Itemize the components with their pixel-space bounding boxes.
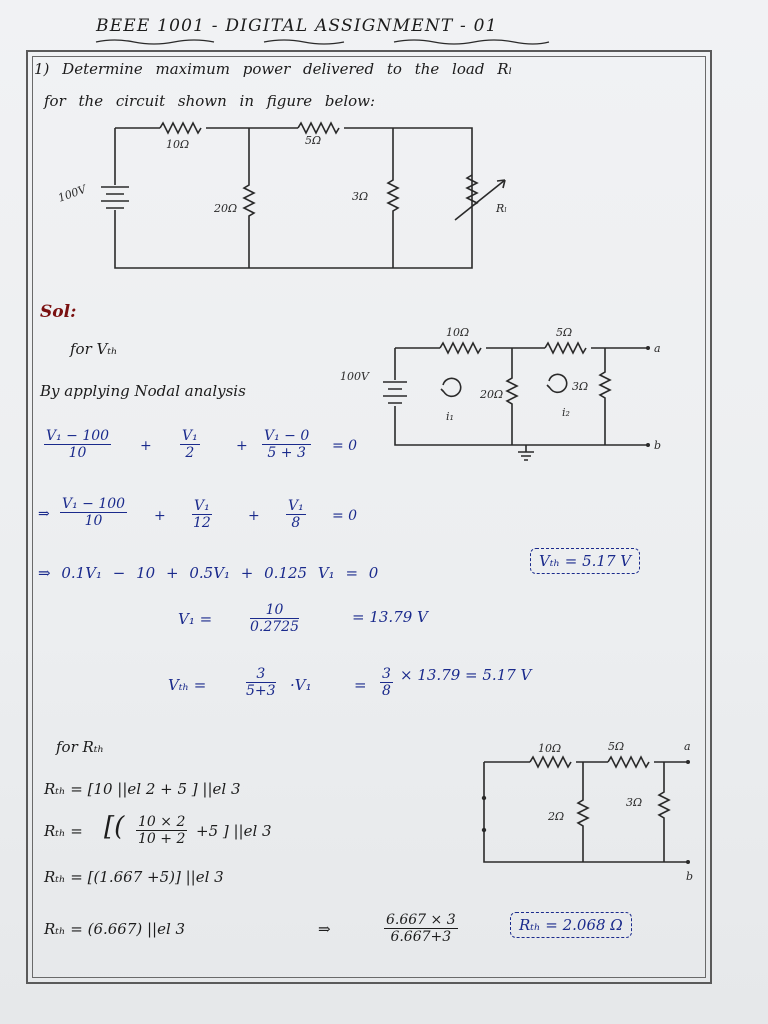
vth-result-box: Vₜₕ = 5.17 V bbox=[530, 548, 641, 574]
eq3: ⇒ 0.1V₁ − 10 + 0.5V₁ + 0.125 V₁ = 0 bbox=[38, 564, 379, 582]
page-border-inner bbox=[32, 56, 706, 978]
vth-i1-label: i₁ bbox=[446, 410, 454, 423]
eq1-plus1: + bbox=[140, 438, 152, 454]
eq2-plus2: + bbox=[248, 508, 260, 524]
rth-line-4: Rₜₕ = (6.667) ||el 3 bbox=[44, 920, 186, 938]
assignment-title: BEEE 1001 - DIGITAL ASSIGNMENT - 01 bbox=[96, 16, 498, 36]
rth2-lhs: Rₜₕ = bbox=[44, 822, 83, 840]
vth-r4-label: 3Ω bbox=[572, 380, 588, 393]
rth-line-1: Rₜₕ = [10 ||el 2 + 5 ] ||el 3 bbox=[44, 780, 241, 798]
eq2-prefix: ⇒ bbox=[38, 506, 50, 522]
nodal-analysis-text: By applying Nodal analysis bbox=[40, 382, 246, 400]
rth-r4-label: 3Ω bbox=[626, 796, 642, 809]
eq2-rhs: = 0 bbox=[332, 508, 358, 524]
vth-node-a: a bbox=[654, 342, 661, 355]
rth-arrow: ⇒ bbox=[318, 920, 331, 938]
main-r3-label: 20Ω bbox=[213, 202, 237, 215]
rth-circuit-diagram: 10Ω 5Ω 2Ω 3Ω a b bbox=[481, 740, 693, 883]
vth-node-b: b bbox=[654, 439, 661, 452]
rth-result-box: Rₜₕ = 2.068 Ω bbox=[510, 912, 632, 938]
solution-heading: Sol: bbox=[40, 302, 77, 322]
title-underline bbox=[95, 39, 550, 45]
main-circuit-diagram: 100V 10Ω 5Ω 20Ω 3Ω Rₗ bbox=[56, 121, 507, 269]
eq2-plus1: + bbox=[154, 508, 166, 524]
vth-lhs: Vₜₕ = bbox=[168, 676, 207, 694]
vth-mid: ·V₁ bbox=[290, 676, 312, 694]
rth-r1-label: 10Ω bbox=[538, 742, 561, 755]
vth-r1-label: 10Ω bbox=[446, 326, 469, 339]
page-border-outer bbox=[26, 50, 712, 984]
question-line-1: 1) Determine maximum power delivered to … bbox=[34, 60, 513, 78]
rth-r2-label: 5Ω bbox=[608, 740, 624, 753]
main-r1-label: 10Ω bbox=[166, 138, 189, 151]
vth-source-label: 100V bbox=[340, 370, 370, 383]
rth-r3-label: 2Ω bbox=[547, 810, 564, 823]
rth2-bracket: [( bbox=[104, 812, 125, 842]
rth-node-a: a bbox=[684, 740, 691, 753]
rth-line-3: Rₜₕ = [(1.667 +5)] ||el 3 bbox=[44, 868, 224, 886]
vth-equals: = bbox=[354, 676, 367, 694]
vth-r2-label: 5Ω bbox=[556, 326, 572, 339]
rth-heading: for Rₜₕ bbox=[56, 738, 105, 756]
rth2-tail: +5 ] ||el 3 bbox=[196, 822, 272, 840]
rth-node-b: b bbox=[686, 870, 693, 883]
v1-lhs: V₁ = bbox=[178, 610, 213, 628]
main-r2-label: 5Ω bbox=[305, 134, 321, 147]
question-line-2: for the circuit shown in figure below: bbox=[44, 92, 376, 110]
vth-r3-label: 20Ω bbox=[479, 388, 503, 401]
vth-tail: × 13.79 = 5.17 V bbox=[400, 666, 532, 684]
eq1-rhs: = 0 bbox=[332, 438, 358, 454]
vth-circuit-diagram: 10Ω 5Ω 100V 20Ω 3Ω a b i₁ i₂ bbox=[340, 326, 661, 461]
main-r4-label: 3Ω bbox=[352, 190, 368, 203]
vth-heading: for Vₜₕ bbox=[70, 340, 118, 358]
v1-result: = 13.79 V bbox=[352, 608, 428, 626]
main-load-label: Rₗ bbox=[495, 202, 507, 215]
eq1-plus2: + bbox=[236, 438, 248, 454]
vth-i2-label: i₂ bbox=[562, 406, 570, 419]
